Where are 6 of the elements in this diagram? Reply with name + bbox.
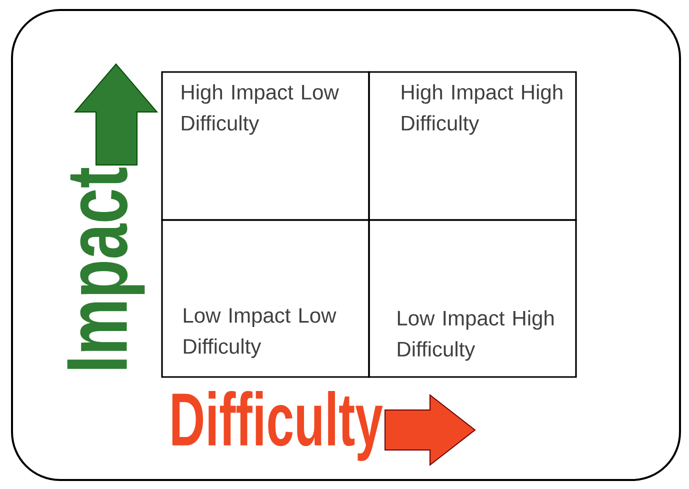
quadrant-cell: High Impact High Difficulty (368, 71, 577, 221)
quadrant-cell: Low Impact Low Difficulty (161, 219, 370, 378)
axis-label: Difficulty (172, 391, 383, 461)
quadrant-cell: Low Impact High Difficulty (368, 219, 577, 378)
axis-label: Impact (67, 168, 145, 369)
quadrant-cell: High Impact Low Difficulty (161, 71, 370, 221)
